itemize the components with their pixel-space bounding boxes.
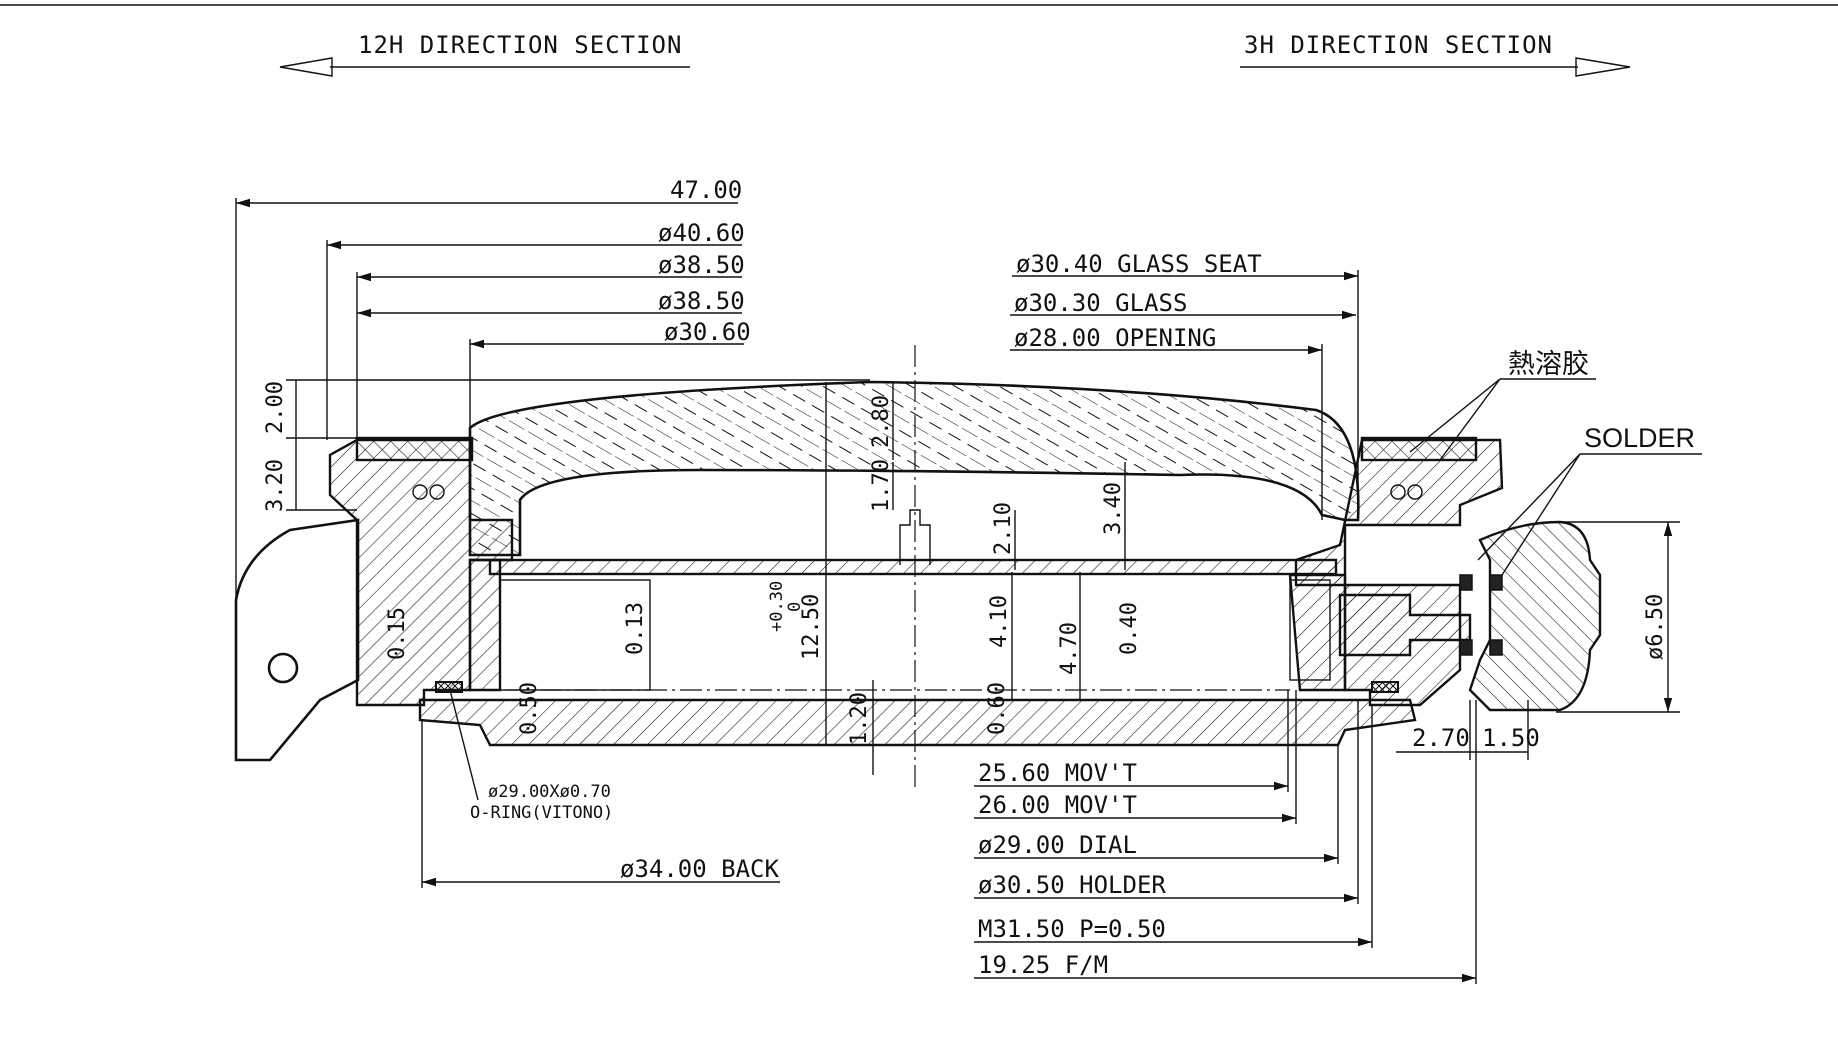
dim-fm: 19.25 F/M [978, 951, 1108, 979]
dim-v040: 0.40 [1117, 602, 1142, 655]
dim-crown-dia: ø6.50 [1643, 594, 1668, 660]
dim-v015: 0.15 [385, 607, 410, 660]
dim-v050: 0.50 [517, 682, 542, 735]
oring-material: O-RING(VITONO) [470, 803, 613, 823]
dim-d3: ø38.50 [658, 287, 745, 315]
dim-h150: 1.50 [1482, 724, 1540, 752]
oring-size: ø29.00Xø0.70 [488, 782, 611, 802]
dim-v1250: 12.50 [799, 594, 824, 660]
dim-v470: 4.70 [1057, 622, 1082, 675]
header-left: 12H DIRECTION SECTION [279, 31, 690, 77]
dim-thread: M31.50 P=0.50 [978, 915, 1166, 943]
header-right: 3H DIRECTION SECTION [1240, 31, 1631, 77]
dim-d1: ø40.60 [658, 219, 745, 247]
dim-glass-seat: ø30.40 GLASS SEAT [1016, 250, 1262, 278]
dim-mov1: 25.60 MOV'T [978, 759, 1137, 787]
dim-v170: 1.70 [869, 459, 894, 512]
dim-d4: ø30.60 [664, 318, 751, 346]
dims-bottom: ø34.00 BACK 25.60 MOV'T 26.00 MOV'T ø29.… [421, 690, 1477, 984]
dim-overall: 47.00 [670, 176, 742, 204]
dim-tol-zero: 0 [785, 602, 805, 612]
header-right-label: 3H DIRECTION SECTION [1244, 31, 1553, 59]
dim-v120: 1.20 [847, 692, 872, 745]
dim-dial: ø29.00 DIAL [978, 831, 1137, 859]
dim-holder: ø30.50 HOLDER [978, 871, 1166, 899]
arrow-right-icon [1575, 57, 1631, 77]
oring-callout: ø29.00Xø0.70 O-RING(VITONO) [449, 689, 613, 823]
dim-v340: 3.40 [1101, 482, 1126, 535]
dims-crown: 2.70 1.50 [1396, 700, 1540, 760]
dim-mov2: 26.00 MOV'T [978, 791, 1137, 819]
dim-v280: 2.80 [869, 395, 894, 448]
header-left-label: 12H DIRECTION SECTION [358, 31, 682, 59]
dim-back: ø34.00 BACK [620, 855, 779, 883]
arrow-left-icon [279, 57, 333, 77]
dim-d2: ø38.50 [658, 251, 745, 279]
dim-v320: 3.20 [263, 459, 288, 512]
label-solder: SOLDER [1584, 423, 1695, 453]
label-hot-melt: 熱溶胶 [1508, 349, 1589, 379]
dim-v410: 4.10 [987, 595, 1012, 648]
dim-tol-plus: +0.30 [767, 581, 787, 632]
dims-vertical: 2.00 3.20 2.80 1.70 2.10 3.40 0.15 0.13 … [263, 379, 1680, 775]
dim-v013: 0.13 [623, 602, 648, 655]
dim-v200: 2.00 [263, 381, 288, 434]
dim-glass: ø30.30 GLASS [1014, 289, 1187, 317]
dim-opening: ø28.00 OPENING [1014, 324, 1216, 352]
case-section [234, 345, 1602, 790]
dims-top: 47.00 ø40.60 ø38.50 ø38.50 ø30.60 [235, 176, 751, 760]
dim-h270: 2.70 [1412, 724, 1470, 752]
dims-glass: ø30.40 GLASS SEAT ø30.30 GLASS ø28.00 OP… [1010, 250, 1359, 520]
dim-v060: 0.60 [985, 682, 1010, 735]
dim-v210: 2.10 [991, 502, 1016, 555]
